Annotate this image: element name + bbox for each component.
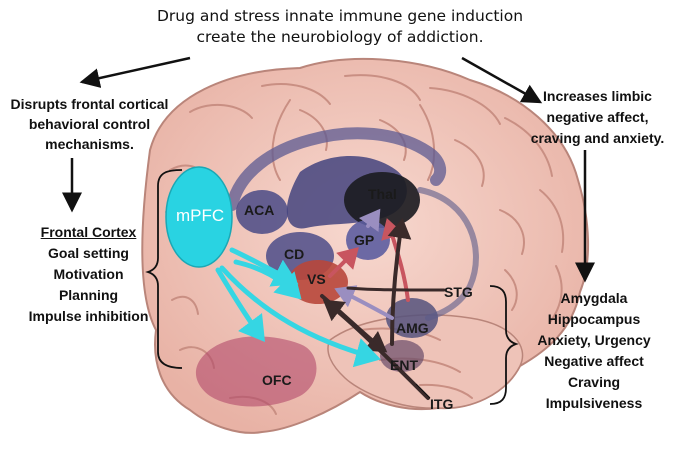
arrow-stg-to-vs	[346, 286, 446, 292]
limbic-item-6: Impulsiveness	[545, 395, 643, 411]
mpfc-to-cd-arrow	[233, 259, 302, 300]
amg-label: AMG	[396, 320, 429, 336]
arrow-amg-to-vs	[334, 285, 394, 320]
limbic-item-1: Amygdala	[560, 290, 628, 306]
title-line-1: Drug and stress innate immune gene induc…	[156, 7, 524, 25]
limbic-item-4: Negative affect	[544, 353, 644, 369]
thal-label: Thal	[368, 186, 397, 202]
pathway-arrows	[320, 208, 446, 400]
frontal-item-2: Motivation	[53, 266, 124, 282]
ofc-region	[195, 336, 317, 407]
itg-pointer-line	[415, 383, 431, 399]
vs-label: VS	[307, 271, 326, 287]
aca-label: ACA	[244, 202, 275, 218]
right-line-1: Increases limbic	[543, 88, 652, 104]
ofc-label: OFC	[262, 372, 292, 388]
left-line-3: mechanisms.	[45, 136, 134, 152]
aca-region	[236, 190, 288, 234]
gp-label: GP	[354, 232, 375, 248]
limbic-item-5: Craving	[567, 374, 621, 390]
right-line-2: negative affect,	[546, 109, 649, 125]
cd-label: CD	[284, 246, 305, 262]
arrow-title-to-right	[461, 56, 543, 104]
mpfc-to-ofc-arrow	[215, 267, 265, 343]
mpfc-projections	[215, 247, 381, 368]
left-effect-text: Disrupts frontal cortical behavioral con…	[2, 94, 177, 154]
frontal-item-3: Planning	[58, 287, 119, 303]
mpfc-label: mPFC	[176, 206, 225, 225]
title: Drug and stress innate immune gene induc…	[120, 6, 560, 48]
arrow-vs-to-gp	[328, 247, 359, 278]
mpfc-to-ent-arrow	[219, 265, 381, 368]
stg-label: STG	[444, 284, 473, 300]
frontal-cortex-heading: Frontal Cortex	[40, 224, 137, 240]
right-effect-text: Increases limbic negative affect, cravin…	[520, 86, 675, 149]
arrow-gp-to-thal	[358, 208, 381, 232]
right-line-3: craving and anxiety.	[530, 130, 665, 146]
left-line-2: behavioral control	[28, 116, 151, 132]
itg-label: ITG	[430, 396, 454, 412]
right-brace	[489, 285, 519, 405]
limbic-item-3: Anxiety, Urgency	[537, 332, 651, 348]
arrow-ent-to-thal	[387, 218, 412, 346]
limbic-item-2: Hippocampus	[547, 311, 641, 327]
frontal-cortex-list: Frontal Cortex Goal setting Motivation P…	[6, 222, 171, 327]
amg-region	[386, 298, 438, 338]
limbic-list: Amygdala Hippocampus Anxiety, Urgency Ne…	[514, 288, 674, 414]
frontal-item-1: Goal setting	[48, 245, 129, 261]
arrow-title-to-left	[79, 56, 191, 88]
left-brace	[145, 169, 183, 369]
title-line-2: create the neurobiology of addiction.	[196, 28, 484, 46]
left-line-1: Disrupts frontal cortical	[10, 96, 169, 112]
cingulate-band	[226, 127, 447, 211]
frontal-item-4: Impulse inhibition	[28, 308, 149, 324]
mpfc-node	[165, 166, 233, 268]
ent-label: ENT	[390, 357, 418, 373]
